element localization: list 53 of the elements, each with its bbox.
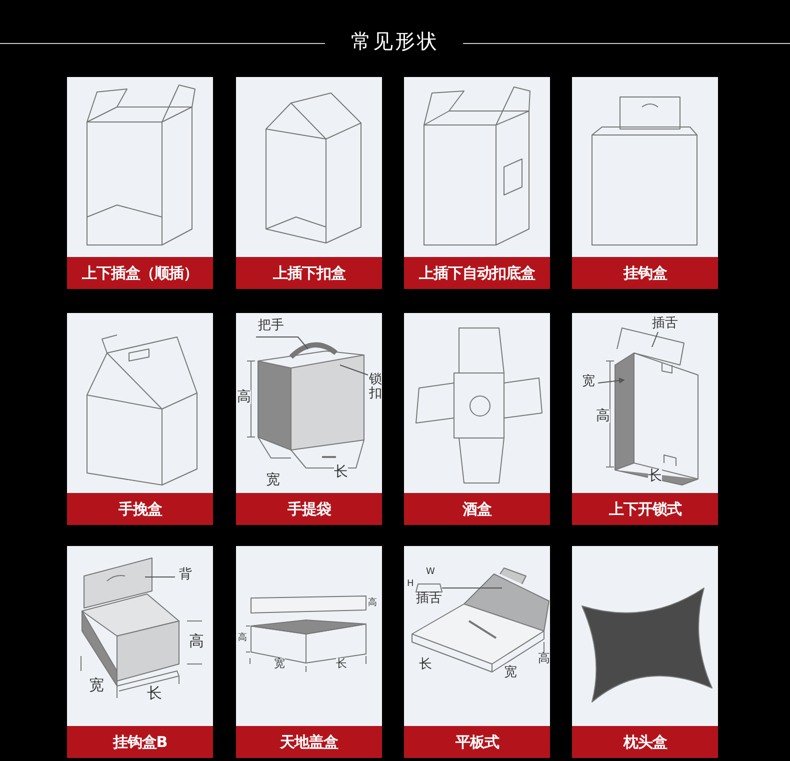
box-style-card	[236, 546, 382, 758]
box-style-card	[236, 313, 382, 525]
box-style-card	[67, 313, 213, 525]
dimension-label: 长	[648, 469, 662, 483]
dimension-label: W	[426, 568, 435, 577]
box-style-card	[404, 546, 550, 758]
dimension-label: 宽	[266, 473, 280, 487]
dimension-label: 高	[368, 599, 377, 608]
box-style-card	[67, 77, 213, 289]
dimension-label: 高	[596, 409, 610, 423]
caption-bar: 天地盖盒	[236, 726, 382, 758]
dimension-label: H	[407, 580, 414, 589]
caption-bar: 手挽盒	[67, 493, 213, 525]
caption-bar: 枕头盒	[572, 726, 718, 758]
caption-bar: 上插下自动扣底盒	[404, 257, 550, 289]
dimension-label: 高	[189, 634, 204, 649]
dimension-label: 长	[336, 658, 347, 669]
leader-line	[598, 378, 625, 384]
leader-line	[144, 576, 176, 578]
caption-bar: 挂钩盒B	[67, 726, 213, 758]
dimension-label: 长	[334, 465, 348, 479]
callout-label: 锁扣	[369, 373, 382, 402]
dimension-label: 宽	[89, 678, 104, 693]
leader-line	[652, 332, 658, 348]
box-style-card	[236, 77, 382, 289]
dimension-label: 长	[147, 686, 162, 701]
caption-bar: 平板式	[404, 726, 550, 758]
box-style-card	[67, 546, 213, 758]
caption-bar: 手提袋	[236, 493, 382, 525]
box-style-card	[572, 546, 718, 758]
title: 常见形状	[350, 28, 440, 55]
callout-label: 插舌	[416, 592, 442, 606]
callout-label: 宽	[582, 375, 595, 390]
dimension-label: 长	[419, 658, 432, 671]
caption-bar: 上下开锁式	[572, 493, 718, 525]
dimension-label: 宽	[504, 666, 517, 679]
box-style-card	[404, 77, 550, 289]
box-style-card	[572, 77, 718, 289]
dimension-label: 高	[237, 390, 251, 404]
dimension-label: 高	[238, 634, 247, 643]
caption-bar: 上插下扣盒	[236, 257, 382, 289]
leader-line	[256, 336, 308, 350]
dimension-label: 宽	[274, 658, 285, 669]
dimension-label: 高	[538, 652, 550, 664]
caption-bar: 酒盒	[404, 493, 550, 525]
box-style-card	[572, 313, 718, 525]
box-style-card	[404, 313, 550, 525]
caption-bar: 上下插盒（顺插）	[67, 257, 213, 289]
leader-line	[340, 364, 368, 376]
caption-bar: 挂钩盒	[572, 257, 718, 289]
callout-label: 插舌	[652, 317, 678, 332]
callout-label: 背	[179, 568, 192, 582]
callout-label: 把手	[258, 319, 284, 334]
